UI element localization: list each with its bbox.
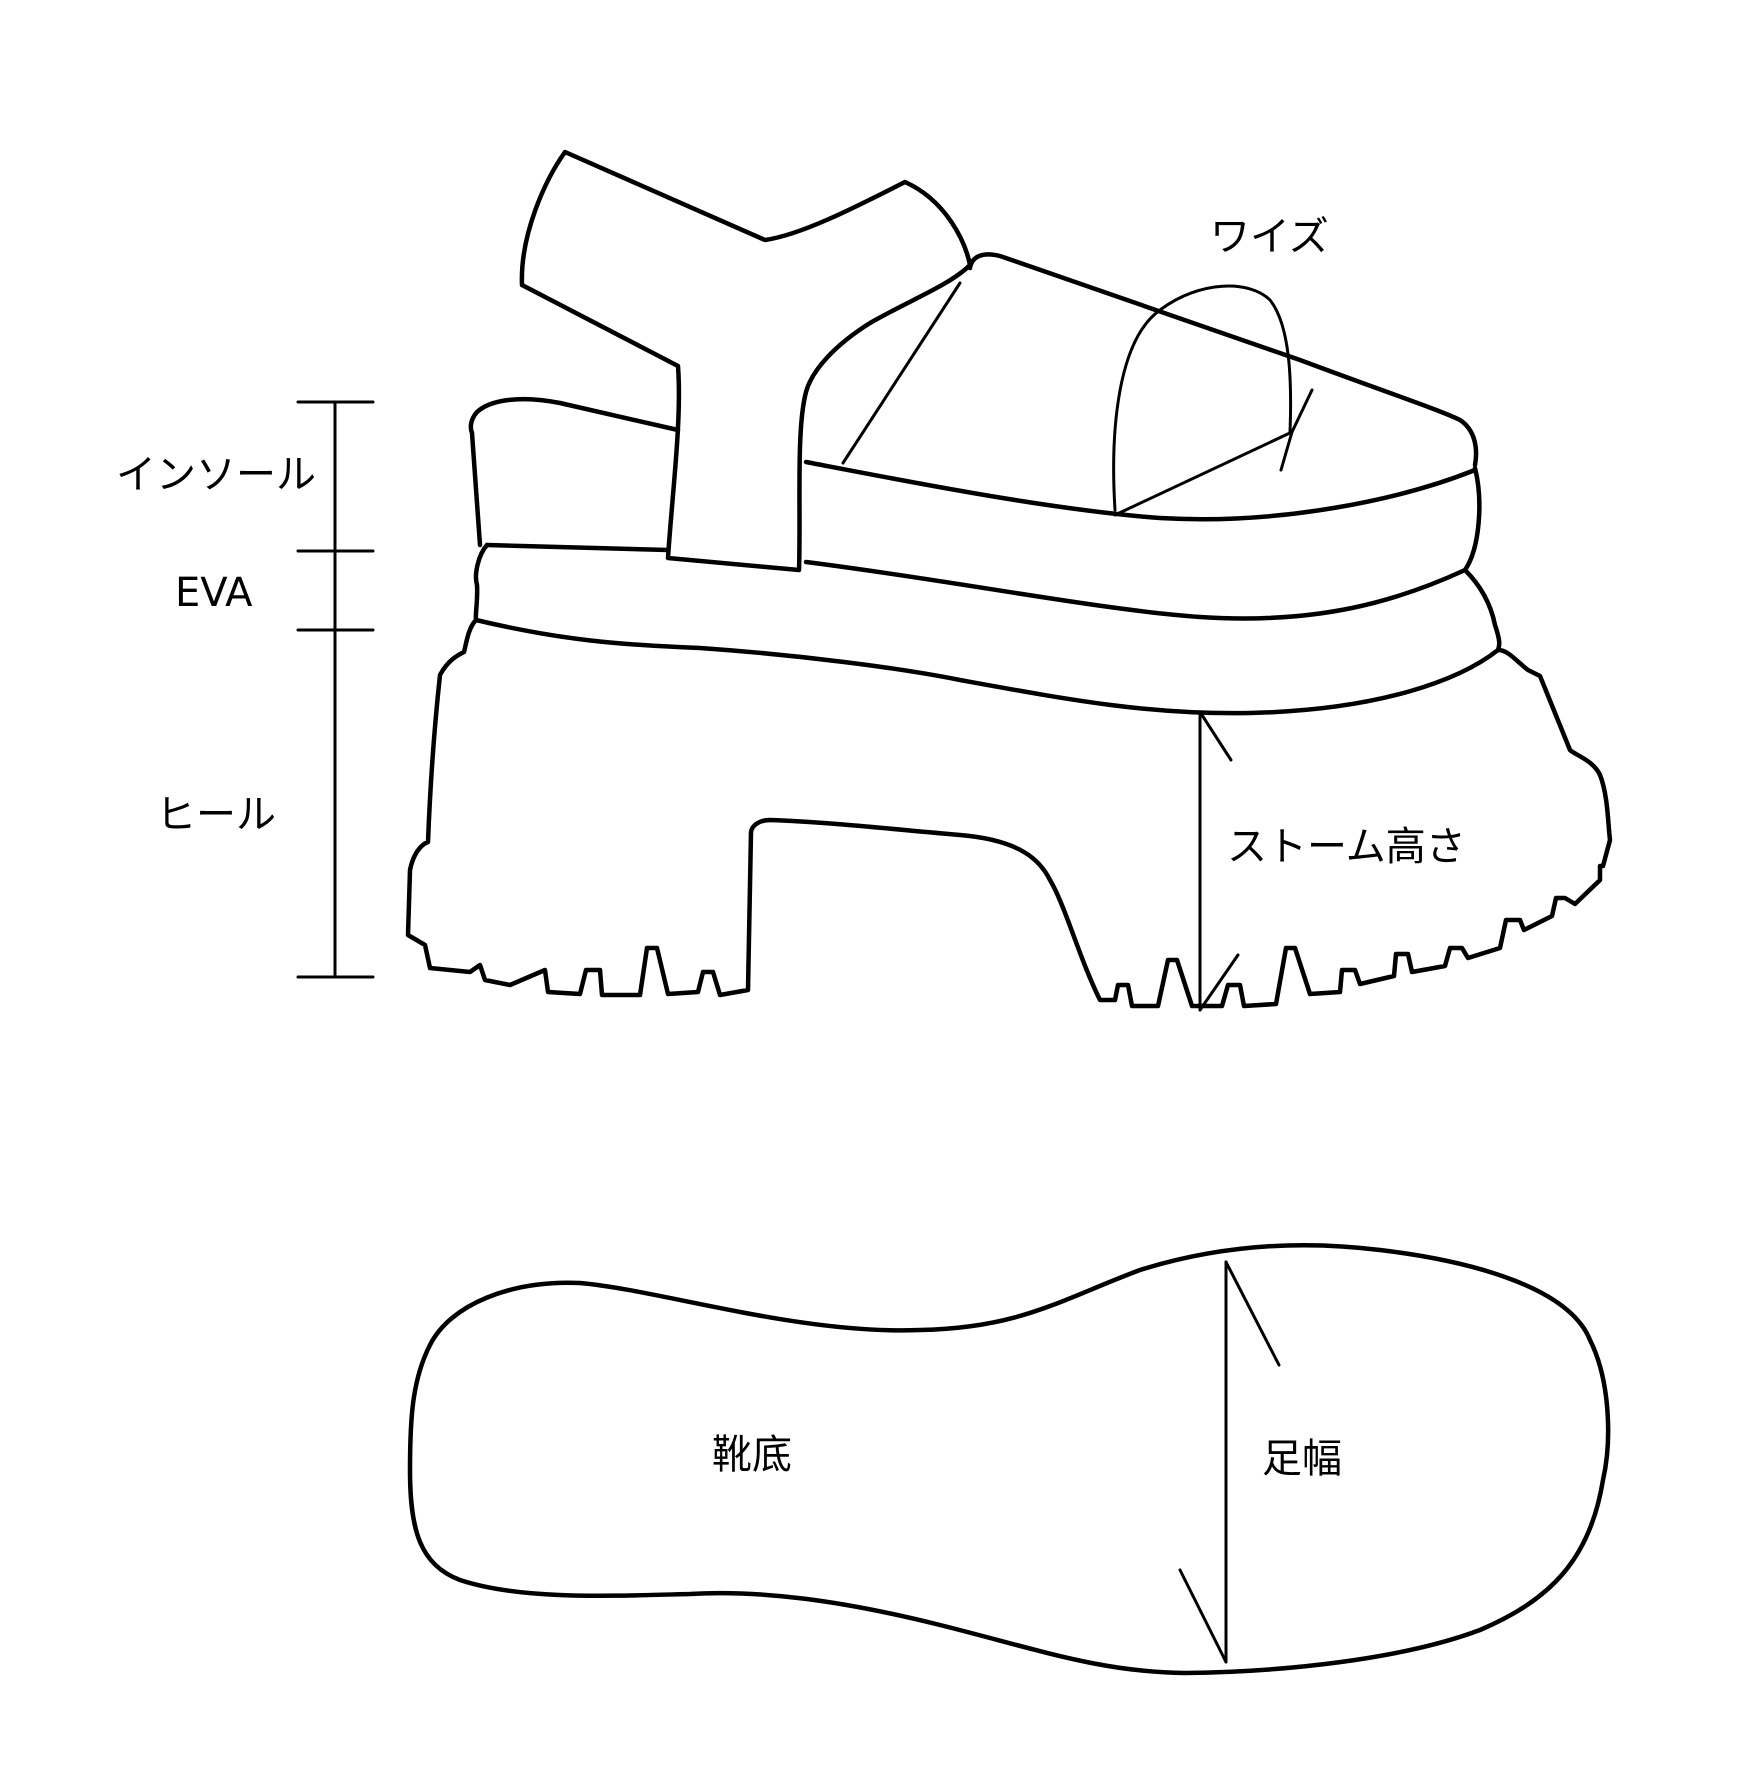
- width-arrowhead: [1279, 388, 1314, 472]
- outsole-top-view: [407, 1242, 1611, 1676]
- outsole-silhouette: [405, 617, 1613, 1009]
- front-strap-inner: [841, 281, 962, 465]
- sandal-side-view: [405, 149, 1613, 1012]
- width-measure-curve: [1112, 284, 1293, 512]
- footbed-top: [468, 396, 681, 548]
- platform-height-arrowhead-top: [1198, 710, 1233, 762]
- height-scale: [296, 400, 375, 979]
- toe-front: [1462, 465, 1482, 573]
- foot-width-arrowhead-top: [1224, 1260, 1281, 1367]
- width-measure-diagonal: [1113, 430, 1294, 517]
- eva-bottom-line: [473, 542, 1501, 716]
- toe-eva-edge: [1462, 567, 1502, 653]
- width-label: ワイズ: [1210, 214, 1329, 260]
- foot-width-arrowhead-bottom: [1178, 1568, 1228, 1664]
- footbed-top-front: [803, 459, 1478, 522]
- foot-width-label: 足幅: [1262, 1436, 1342, 1482]
- eva-top-line: [484, 542, 1468, 621]
- insole-label: インソール: [116, 452, 316, 498]
- eva-label: EVA: [175, 570, 253, 616]
- ankle-strap: [519, 149, 973, 573]
- outsole-label: 靴底: [712, 1432, 792, 1478]
- platform-height-label: ストーム高さ: [1227, 824, 1466, 870]
- heel-label: ヒール: [156, 792, 276, 838]
- platform-height-arrowhead-bottom: [1198, 953, 1240, 1012]
- front-strap: [967, 252, 1479, 468]
- outsole-outline: [407, 1242, 1611, 1676]
